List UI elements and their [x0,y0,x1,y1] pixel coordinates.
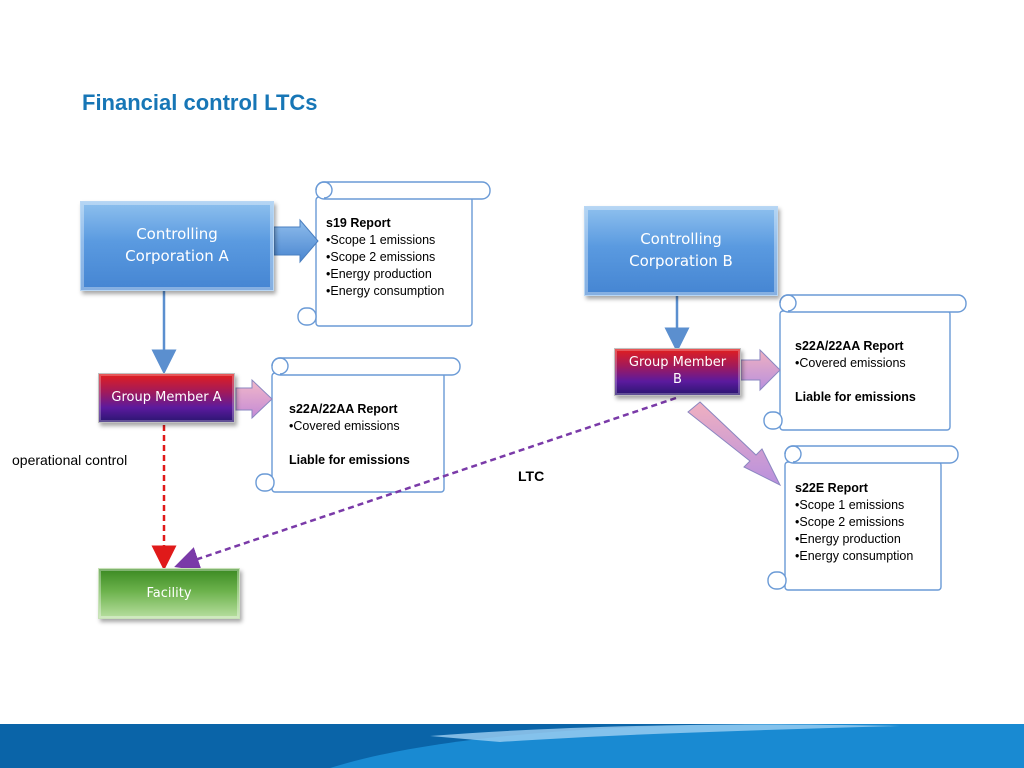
s22a-report-b-note: Liable for emissions [795,390,916,404]
facility: Facility [98,568,240,619]
s19-report-item: •Scope 1 emissions [326,233,436,247]
footer-highlight [330,724,1024,768]
s19-report-heading: s19 Report [326,216,391,230]
page-title: Financial control LTCs [82,90,318,115]
group-member-a-label: Group Member A [111,389,222,405]
s22a-report-b-item: •Covered emissions [795,356,906,370]
arrow-gmB-to-s22a [740,348,781,392]
group-member-a: Group Member A [98,373,235,423]
s22e-report-item: •Scope 1 emissions [795,498,905,512]
s19-report: s19 Report •Scope 1 emissions •Scope 2 e… [326,215,444,300]
controlling-corporation-a: Controlling Corporation A [80,201,274,291]
group-member-b: Group Member B [614,348,741,396]
s22e-report-item: •Energy consumption [795,549,914,563]
s22a-report-a-note: Liable for emissions [289,453,410,467]
controlling-corporation-b-label: Controlling Corporation B [629,230,733,270]
s22a-report-a-heading: s22A/22AA Report [289,402,398,416]
ltc-line [174,396,677,571]
s22a-report-a-item: •Covered emissions [289,419,400,433]
scroll-s22e [767,445,959,591]
scroll-s19 [297,181,491,327]
arrow-gmA-to-s22a [235,378,273,420]
operational-control-label: operational control [12,452,128,468]
s22e-report-item: •Scope 2 emissions [795,515,905,529]
s22e-report: s22E Report •Scope 1 emissions •Scope 2 … [795,480,913,565]
group-member-b-label: Group Member B [628,355,727,387]
s22e-report-heading: s22E Report [795,481,868,495]
s19-report-item: •Energy consumption [326,284,445,298]
s19-report-item: •Energy production [326,267,432,281]
controlling-corporation-a-label: Controlling Corporation A [125,225,229,265]
s19-report-item: •Scope 2 emissions [326,250,436,264]
arrow-ccA-to-s19 [273,218,319,264]
facility-label: Facility [146,586,192,601]
s22e-report-item: •Energy production [795,532,901,546]
ltc-label: LTC [518,468,545,484]
s22a-report-b-heading: s22A/22AA Report [795,339,904,353]
scroll-s22a-b [763,294,967,431]
s22a-report-b: s22A/22AA Report •Covered emissions Liab… [795,338,916,406]
scroll-s22a-a [255,357,461,493]
s22a-report-a: s22A/22AA Report •Covered emissions Liab… [289,401,410,469]
controlling-corporation-b: Controlling Corporation B [584,206,778,296]
arrow-gmB-to-s22e [687,401,782,487]
footer-light-band [430,724,900,742]
